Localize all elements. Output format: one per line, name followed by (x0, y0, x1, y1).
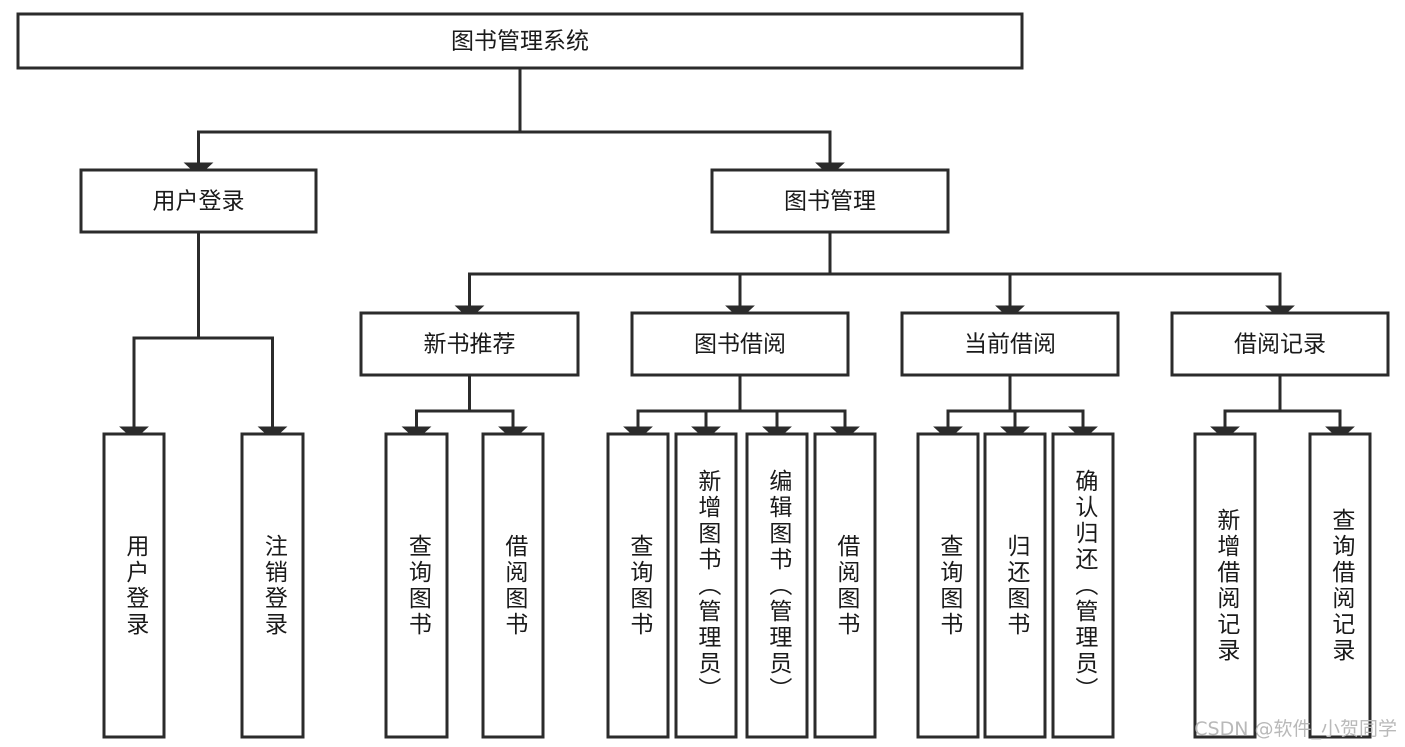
node-label: 新书推荐 (424, 332, 516, 358)
node-leaf-query-record[interactable] (1308, 432, 1372, 739)
node-box[interactable] (813, 432, 877, 739)
node-leaf-add-book[interactable] (674, 432, 738, 739)
node-box[interactable] (710, 168, 950, 234)
node-leaf-logout[interactable] (240, 432, 305, 739)
node-box[interactable] (745, 432, 809, 739)
node-leaf-borrow-book-rec[interactable] (481, 432, 545, 739)
node-box[interactable] (1193, 432, 1257, 739)
node-leaf-confirm-return[interactable] (1051, 432, 1115, 739)
node-label: 借阅记录 (1234, 332, 1326, 358)
node-box[interactable] (630, 311, 850, 377)
node-box[interactable] (916, 432, 980, 739)
node-label: 当前借阅 (964, 332, 1056, 358)
node-leaf-borrow-book-bor[interactable] (813, 432, 877, 739)
node-leaf-query-book-bor[interactable] (606, 432, 670, 739)
node-box[interactable] (240, 432, 305, 739)
node-user-login[interactable]: 用户登录 (79, 168, 318, 234)
node-book-borrow[interactable]: 图书借阅 (630, 311, 850, 377)
edge-layer (119, 66, 1355, 441)
node-leaf-add-record[interactable] (1193, 432, 1257, 739)
node-leaf-query-book-cur[interactable] (916, 432, 980, 739)
node-root[interactable]: 图书管理系统 (16, 12, 1024, 70)
node-box[interactable] (1051, 432, 1115, 739)
node-box[interactable] (900, 311, 1120, 377)
node-leaf-edit-book[interactable] (745, 432, 809, 739)
node-box[interactable] (102, 432, 166, 739)
node-leaf-query-book-rec[interactable] (384, 432, 449, 739)
node-box[interactable] (384, 432, 449, 739)
node-box[interactable] (481, 432, 545, 739)
node-box[interactable] (674, 432, 738, 739)
node-box[interactable] (1308, 432, 1372, 739)
node-box[interactable] (79, 168, 318, 234)
node-box[interactable] (1170, 311, 1390, 377)
node-book-manage[interactable]: 图书管理 (710, 168, 950, 234)
node-label: 图书借阅 (694, 332, 786, 358)
node-new-book-rec[interactable]: 新书推荐 (359, 311, 580, 377)
node-leaf-user-login[interactable] (102, 432, 166, 739)
node-leaf-return-book[interactable] (983, 432, 1047, 739)
node-label: 用户登录 (153, 189, 245, 215)
node-box[interactable] (606, 432, 670, 739)
node-label: 图书管理系统 (451, 29, 589, 55)
node-label: 图书管理 (784, 189, 876, 215)
node-box[interactable] (16, 12, 1024, 70)
node-box[interactable] (983, 432, 1047, 739)
watermark: CSDN @软件_小贺同学 (1194, 718, 1397, 740)
node-current-borrow[interactable]: 当前借阅 (900, 311, 1120, 377)
node-borrow-record[interactable]: 借阅记录 (1170, 311, 1390, 377)
node-box[interactable] (359, 311, 580, 377)
